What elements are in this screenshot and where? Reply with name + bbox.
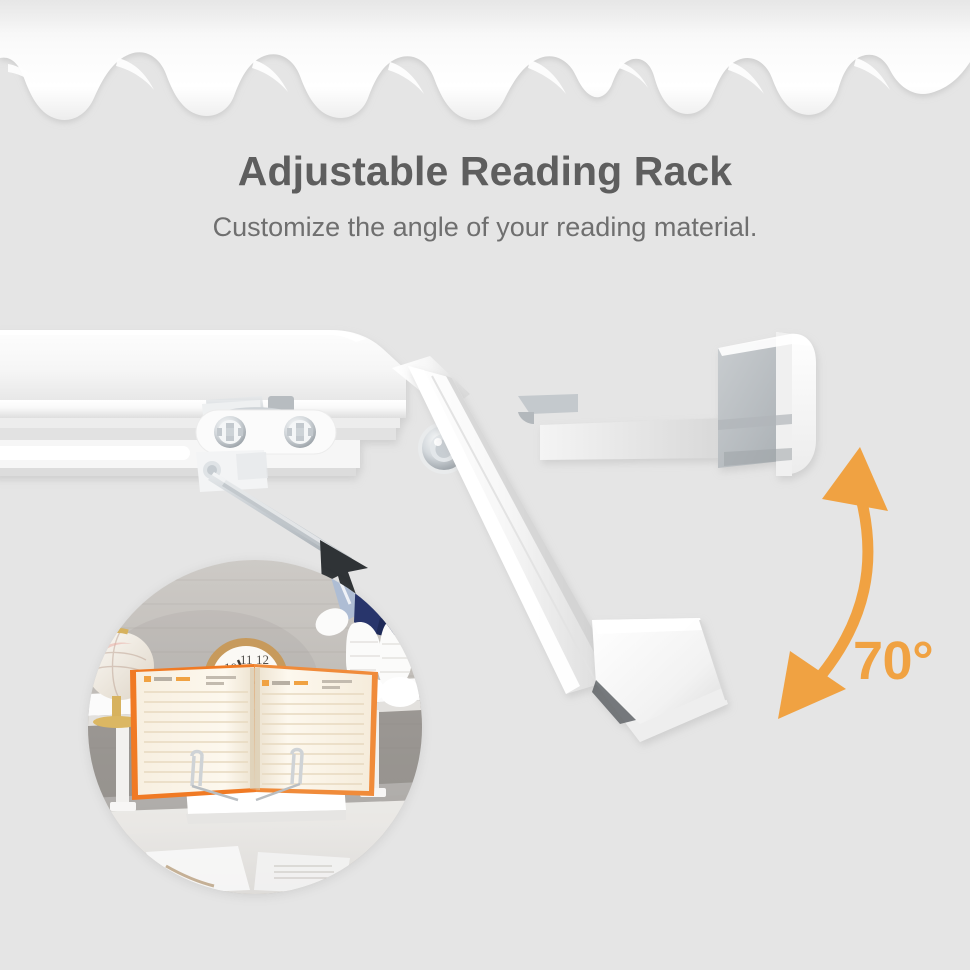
drip-banner [0,0,970,130]
lower-tilt-arm [408,366,620,694]
page-title: Adjustable Reading Rack [237,148,733,194]
rod-direction-pointer [320,540,368,604]
drip-highlights [8,58,890,94]
latch-tab [518,394,578,424]
adjustment-screw-right [284,416,316,448]
product-illustration [0,300,970,780]
angle-arrow-head-down [778,651,846,719]
angle-arrow [778,447,888,719]
gas-spring-rod [208,472,352,564]
angle-value-label: 70° [853,631,934,691]
page-holder-clips [190,747,304,787]
angle-indicator [760,425,970,725]
page-subtitle: Customize the angle of your reading mate… [212,212,758,242]
drip-shadow [0,0,970,120]
open-notebook [130,664,378,800]
adjustment-screw-plate [195,409,337,455]
wall-mount-bracket [540,332,816,476]
svg-text:12: 12 [256,652,269,667]
rack-mount-foot [592,618,728,742]
svg-text:11: 11 [240,652,253,667]
angle-arrow-head-up [822,447,888,511]
lifestyle-photo-inset: 10 11 12 2 [88,560,422,894]
adjustment-screw-left [214,416,246,448]
